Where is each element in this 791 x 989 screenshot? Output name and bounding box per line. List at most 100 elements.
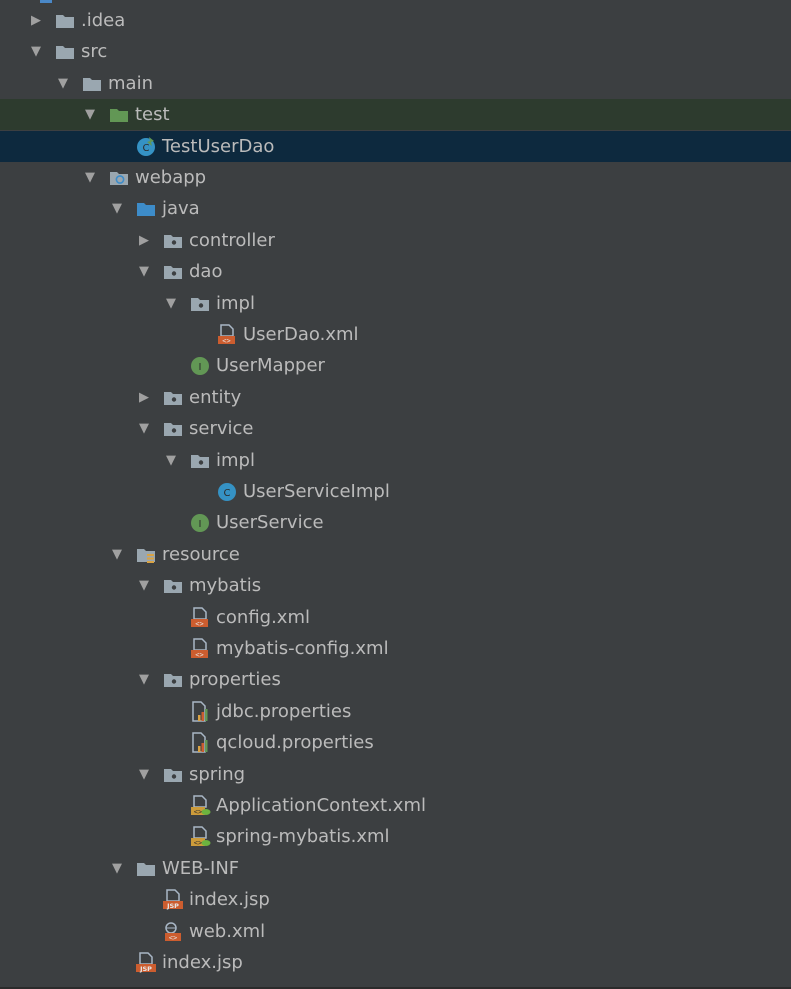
svg-text:I: I (199, 362, 202, 373)
tree-item-label: UserService (216, 512, 324, 534)
tree-row[interactable]: <>web.xml (0, 916, 791, 947)
tree-item-label: UserServiceImpl (243, 481, 390, 502)
tree-row[interactable]: JSP index.jsp (0, 884, 791, 915)
tree-row[interactable]: ▼ resource (0, 539, 791, 570)
bottom-border (0, 987, 791, 989)
tree-row[interactable]: ▼ webapp (0, 162, 791, 193)
package-icon (162, 261, 184, 283)
tree-item-label: spring (189, 763, 246, 785)
tree-row[interactable]: ▼ WEB-INF (0, 853, 791, 884)
tree-row[interactable]: <> config.xml (0, 602, 791, 633)
folder-icon (54, 41, 76, 63)
source-folder-icon (135, 198, 157, 220)
xml-file-icon: <> (216, 324, 238, 346)
class-icon: C (216, 481, 238, 503)
expanded-arrow-icon[interactable]: ▼ (31, 44, 41, 60)
tree-item-label: TestUserDao (162, 135, 275, 157)
resource-folder-icon (135, 544, 157, 566)
tree-item-label: dao (189, 261, 223, 283)
tree-row[interactable]: ▼mybatis (0, 570, 791, 601)
expanded-arrow-icon[interactable]: ▼ (139, 672, 149, 688)
jsp-file-icon: JSP (135, 952, 157, 974)
tree-item-label: properties (189, 669, 281, 691)
tree-row[interactable]: <>ApplicationContext.xml (0, 790, 791, 821)
tree-item-label: resource (162, 543, 240, 565)
tree-row[interactable]: ▼main (0, 68, 791, 99)
xml-file-icon: <> (189, 638, 211, 660)
tree-row[interactable]: ▼src (0, 36, 791, 67)
tree-row[interactable]: <>spring-mybatis.xml (0, 821, 791, 852)
svg-text:I: I (199, 519, 202, 530)
tree-item-label: service (189, 418, 254, 440)
tree-item-label: entity (189, 386, 242, 408)
expanded-arrow-icon[interactable]: ▼ (139, 264, 149, 280)
tree-row[interactable]: qcloud.properties (0, 727, 791, 758)
tree-row[interactable]: ▼ service (0, 413, 791, 444)
expanded-arrow-icon[interactable]: ▼ (112, 546, 122, 562)
package-icon (162, 575, 184, 597)
tree-row[interactable]: ▼java (0, 193, 791, 224)
tree-row[interactable]: ▶ .idea (0, 5, 791, 36)
tree-item-label: impl (216, 449, 255, 471)
tree-row[interactable]: ▶controller (0, 225, 791, 256)
expanded-arrow-icon[interactable]: ▼ (85, 107, 95, 123)
folder-icon (135, 858, 157, 880)
tree-item-label: test (135, 104, 170, 126)
tree-row[interactable]: C UserServiceImpl (0, 476, 791, 507)
expanded-arrow-icon[interactable]: ▼ (112, 201, 122, 217)
tree-item-label: config.xml (216, 606, 310, 628)
svg-text:<>: <> (222, 337, 230, 345)
web-xml-icon: <> (162, 921, 184, 943)
svg-text:C: C (224, 488, 231, 499)
tree-item-label: ApplicationContext.xml (216, 795, 426, 816)
properties-file-icon (189, 701, 211, 723)
collapsed-arrow-icon[interactable]: ▶ (31, 13, 41, 28)
tree-row[interactable]: ▶ entity (0, 382, 791, 413)
expanded-arrow-icon[interactable]: ▼ (112, 860, 122, 876)
expanded-arrow-icon[interactable]: ▼ (85, 170, 95, 185)
tree-item-label: index.jsp (189, 889, 270, 911)
tree-item-label: WEB-INF (162, 857, 240, 879)
top-accent-bar (40, 0, 52, 3)
svg-text:JSP: JSP (166, 902, 179, 910)
expanded-arrow-icon[interactable]: ▼ (139, 766, 149, 782)
tree-item-label: UserDao.xml (243, 324, 359, 345)
package-icon (162, 764, 184, 786)
tree-row[interactable]: I UserService (0, 507, 791, 538)
tree-row[interactable]: <> UserDao.xml (0, 319, 791, 350)
package-icon (189, 450, 211, 472)
tree-row[interactable]: ▼ spring (0, 759, 791, 790)
expanded-arrow-icon[interactable]: ▼ (139, 421, 149, 437)
tree-row[interactable]: I UserMapper (0, 350, 791, 381)
tree-item-label: mybatis-config.xml (216, 638, 389, 659)
properties-file-icon (189, 732, 211, 754)
xml-file-icon: <> (189, 606, 211, 629)
tree-row[interactable]: ▼ properties (0, 664, 791, 695)
folder-icon (54, 10, 76, 32)
tree-row[interactable]: <>mybatis-config.xml (0, 633, 791, 664)
tree-item-label: webapp (135, 167, 207, 188)
tree-item-label: index.jsp (162, 952, 243, 973)
package-icon (162, 418, 184, 440)
tree-row[interactable]: ▼ impl (0, 445, 791, 476)
svg-text:<>: <> (195, 620, 203, 628)
package-icon (162, 387, 184, 409)
tree-item-label: impl (216, 292, 255, 314)
interface-icon: I (189, 512, 211, 534)
expanded-arrow-icon[interactable]: ▼ (166, 295, 176, 311)
tree-row[interactable]: ▼ impl (0, 288, 791, 319)
tree-item-label: qcloud.properties (216, 732, 374, 754)
expanded-arrow-icon[interactable]: ▼ (58, 75, 68, 91)
tree-row[interactable]: ▼ dao (0, 256, 791, 287)
tree-row[interactable]: jdbc.properties (0, 696, 791, 727)
collapsed-arrow-icon[interactable]: ▶ (139, 232, 149, 248)
expanded-arrow-icon[interactable]: ▼ (166, 452, 176, 468)
collapsed-arrow-icon[interactable]: ▶ (139, 389, 149, 405)
svg-text:<>: <> (194, 839, 202, 847)
expanded-arrow-icon[interactable]: ▼ (139, 578, 149, 594)
tree-item-label: .idea (81, 10, 126, 31)
tree-row[interactable]: ▼ test (0, 99, 791, 131)
tree-item-label: UserMapper (216, 355, 325, 377)
